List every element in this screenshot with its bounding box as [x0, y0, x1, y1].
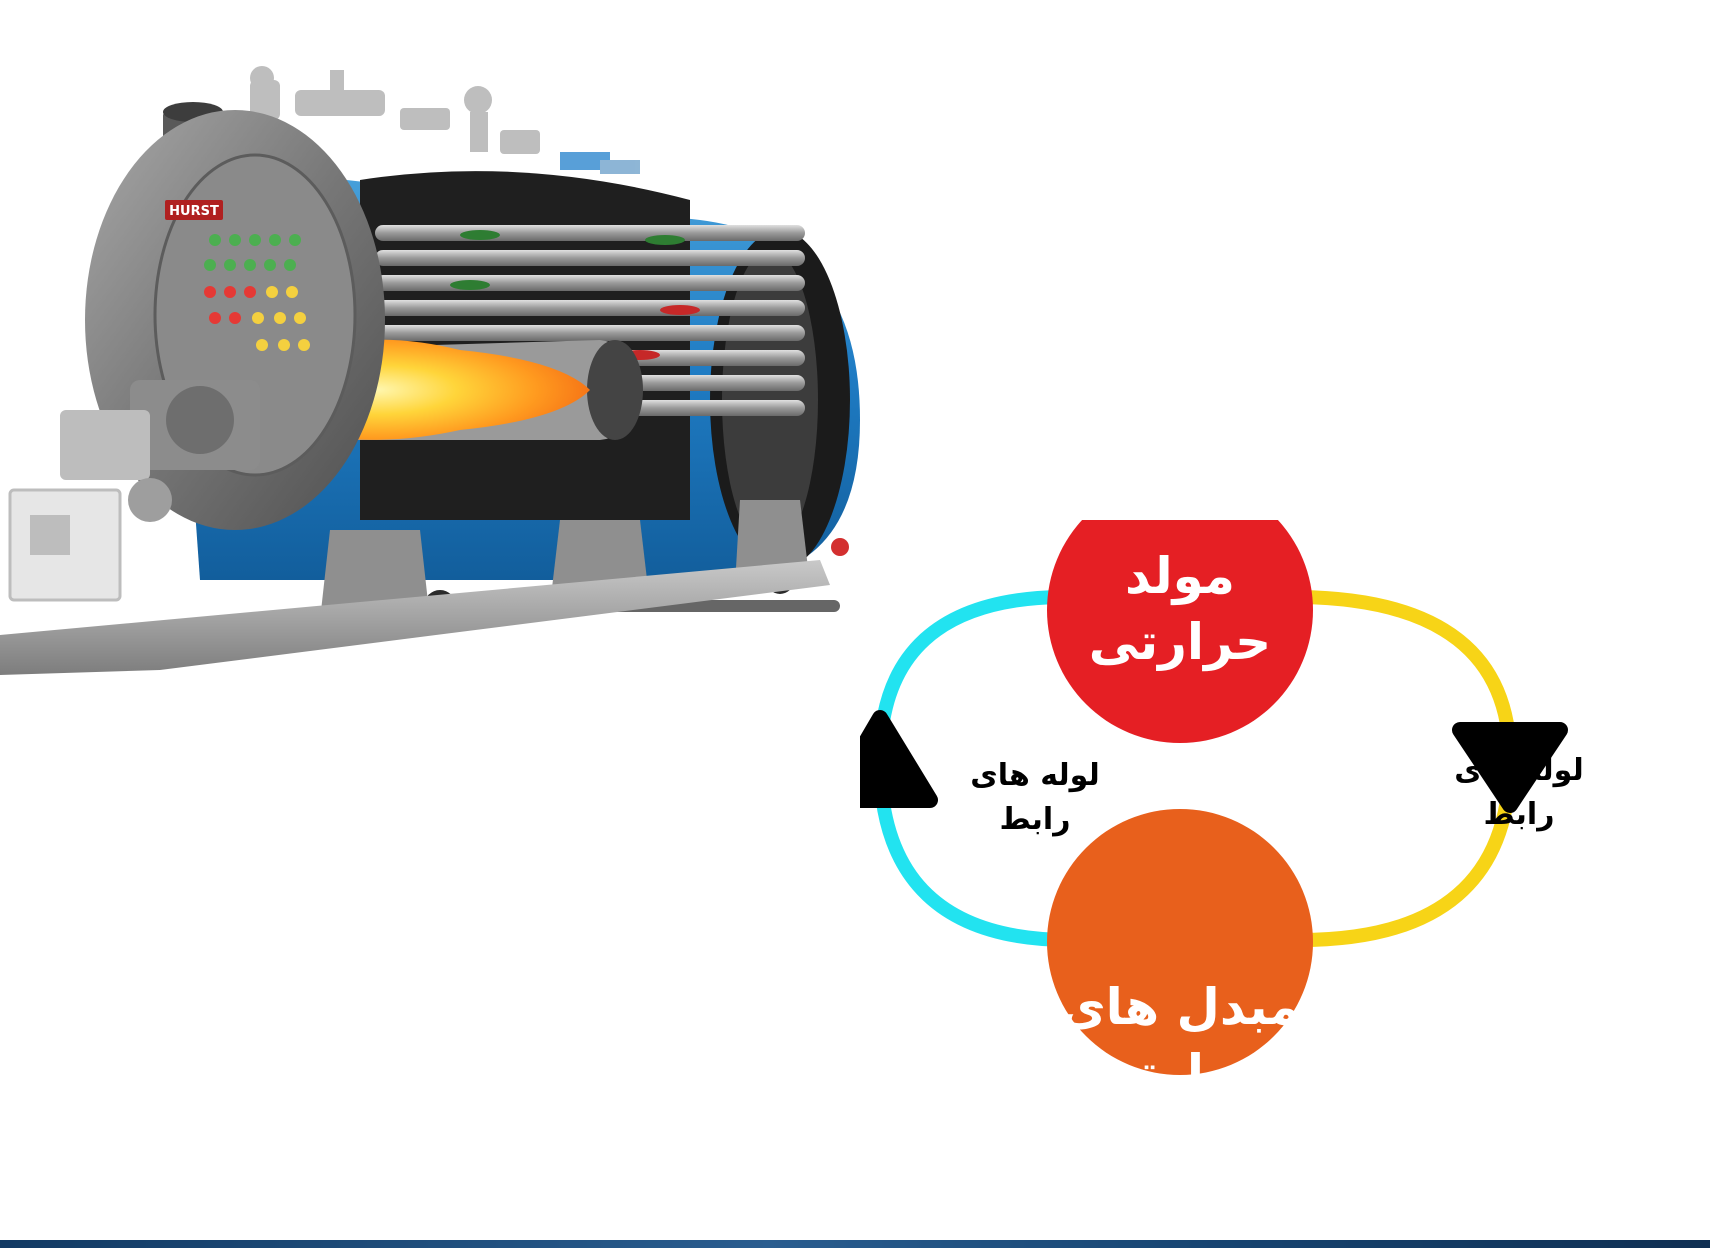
downward-flow-arrow — [1452, 722, 1568, 813]
tube-sheet-holes — [204, 234, 310, 351]
top-fittings — [250, 66, 640, 174]
left-pipe-line2: رابط — [999, 802, 1071, 837]
heat-generator-line1: مولد — [1125, 547, 1235, 605]
heat-exchanger-line2: حرارتی — [1088, 1044, 1272, 1102]
brand-plate — [165, 200, 223, 220]
heating-cycle-diagram — [860, 520, 1568, 1075]
heat-generator-line2: حرارتی — [1088, 613, 1272, 671]
heat-exchanger-label: مبدل های حرارتی — [1050, 974, 1310, 1106]
heat-exchanger-line1: مبدل های — [1059, 978, 1301, 1036]
heat-generator-label: مولد حرارتی — [1050, 543, 1310, 675]
fire-tubes — [375, 225, 805, 416]
right-pipe-line2: رابط — [1483, 797, 1555, 832]
brand-plate-text: HURST — [169, 204, 219, 219]
footer-bar — [0, 1240, 1710, 1248]
skid-base — [0, 560, 830, 675]
left-pipe-line1: لوله های — [970, 758, 1100, 793]
right-pipe-label: لوله های رابط — [1434, 749, 1604, 837]
heat-generator-node — [1047, 520, 1313, 743]
right-pipe-line1: لوله های — [1454, 753, 1584, 788]
boiler-illustration: HURST — [0, 66, 860, 675]
burner-assembly — [8, 380, 260, 602]
heat-exchanger-node — [1047, 809, 1313, 1075]
upward-flow-arrow — [860, 710, 938, 808]
left-pipe-label: لوله های رابط — [950, 754, 1120, 842]
